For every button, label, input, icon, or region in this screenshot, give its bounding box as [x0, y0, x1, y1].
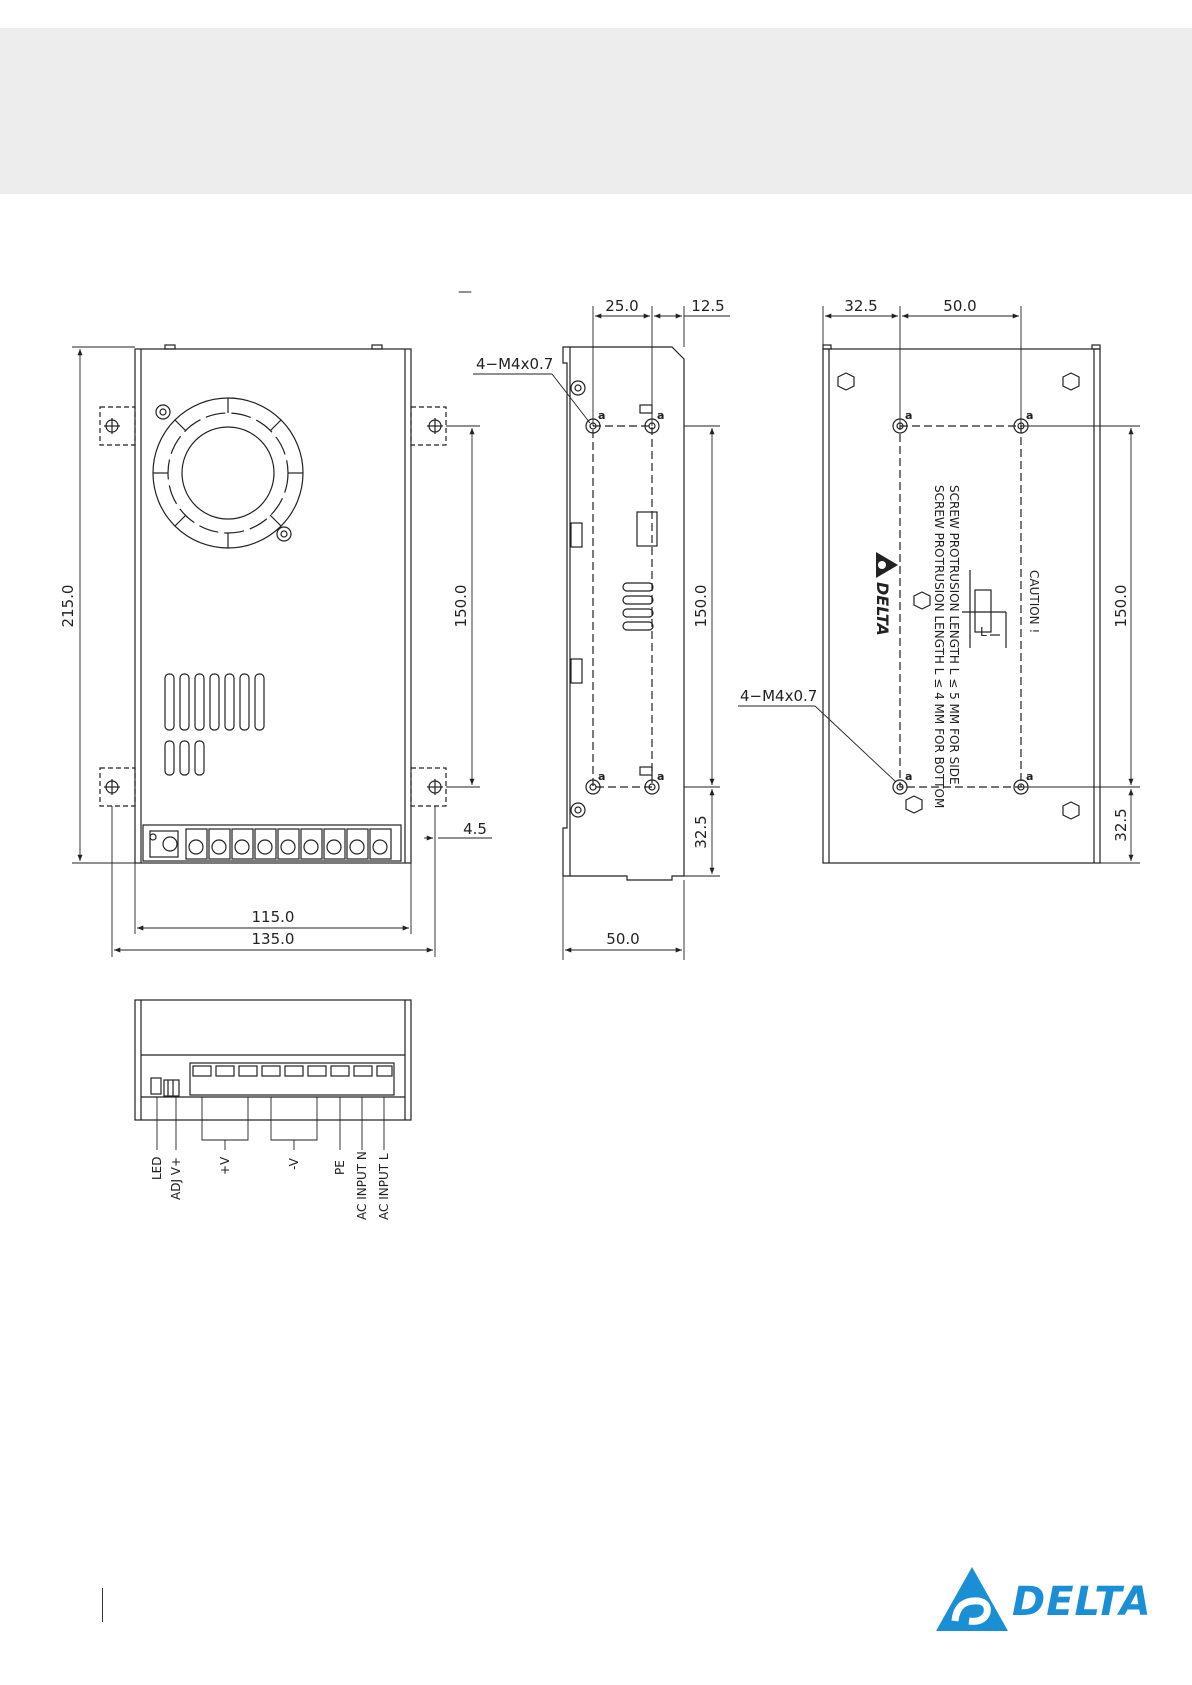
terminal-label-plus-v: +V [218, 1156, 232, 1175]
hole-label: DELTA [873, 582, 892, 636]
hole-label: a [598, 770, 605, 783]
side-hole-pattern [593, 426, 652, 787]
hole-label: a [905, 770, 912, 783]
terminal-label-ac-n: AC INPUT N [355, 1151, 369, 1220]
front-flange-dim: 4.5 [463, 820, 487, 838]
front-width-overall-dim: 135.0 [252, 930, 295, 948]
side-screw-callout: 4−M4x0.7 [476, 355, 553, 373]
terminal-labels: LED ADJ V+ +V -V PE AC INPUT N AC INPUT … [150, 1151, 391, 1220]
side-depth-dim: 50.0 [606, 930, 639, 948]
caution-line-1: SCREW PROTRUSION LENGTH L ≤ 4 MM FOR BOT… [932, 485, 946, 808]
caution-l-marker: L [980, 625, 987, 639]
hole-label: a [657, 770, 664, 783]
terminal-view [135, 1000, 411, 1150]
front-screws [156, 405, 291, 541]
side-pitch-dim: 150.0 [692, 585, 710, 628]
front-pitch-dim: 150.0 [452, 585, 470, 628]
terminal-leaders [157, 1097, 384, 1150]
hole-label: a [905, 409, 912, 422]
bottom-delta-stamp-icon: DELTA [873, 552, 898, 636]
footer-rule [102, 1588, 103, 1622]
terminal-screw-row [190, 1063, 394, 1095]
delta-logo-icon [935, 1565, 1010, 1635]
bottom-pitch-h-dim: 50.0 [943, 297, 976, 315]
bottom-pitch-v-dim: 150.0 [1112, 585, 1130, 628]
bottom-left-offset-dim: 32.5 [844, 297, 877, 315]
terminal-label-adj: ADJ V+ [169, 1157, 183, 1200]
terminal-led-adj [151, 1078, 179, 1096]
front-width-body-dim: 115.0 [252, 908, 295, 926]
hole-label: a [1026, 770, 1033, 783]
hole-label: a [657, 409, 664, 422]
front-height-dim: 215.0 [59, 585, 77, 628]
caution-line-2: SCREW PROTRUSION LENGTH L ≤ 5 MM FOR SID… [947, 485, 961, 785]
header-tab-marker: — [458, 284, 472, 300]
terminal-label-minus-v: -V [287, 1157, 301, 1170]
side-holes [571, 381, 659, 817]
caution-title: CAUTION ! [1027, 570, 1041, 633]
terminal-label-pe: PE [333, 1160, 347, 1175]
bottom-offset-dim: 32.5 [1112, 808, 1130, 841]
hole-label: a [1026, 409, 1033, 422]
side-slots [571, 405, 657, 775]
delta-logo: DELTA [935, 1565, 1140, 1635]
side-top-margin-dim: 12.5 [691, 297, 724, 315]
front-vent-slots [165, 674, 264, 775]
side-view [563, 347, 684, 880]
terminal-label-ac-l: AC INPUT L [377, 1153, 391, 1220]
bottom-hole-labels: a a a a [905, 409, 1033, 783]
bottom-screw-callout: 4−M4x0.7 [740, 687, 817, 705]
front-view [100, 345, 446, 863]
front-body [135, 349, 411, 863]
terminal-label-led: LED [150, 1156, 164, 1180]
fan-grille-icon [153, 398, 303, 548]
side-dimensions [473, 306, 730, 960]
hole-label: a [598, 409, 605, 422]
front-terminal-block [143, 825, 401, 861]
side-bottom-offset-dim: 32.5 [692, 815, 710, 848]
delta-logo-text: DELTA [1012, 1579, 1152, 1625]
side-top-offset-dim: 25.0 [605, 297, 638, 315]
